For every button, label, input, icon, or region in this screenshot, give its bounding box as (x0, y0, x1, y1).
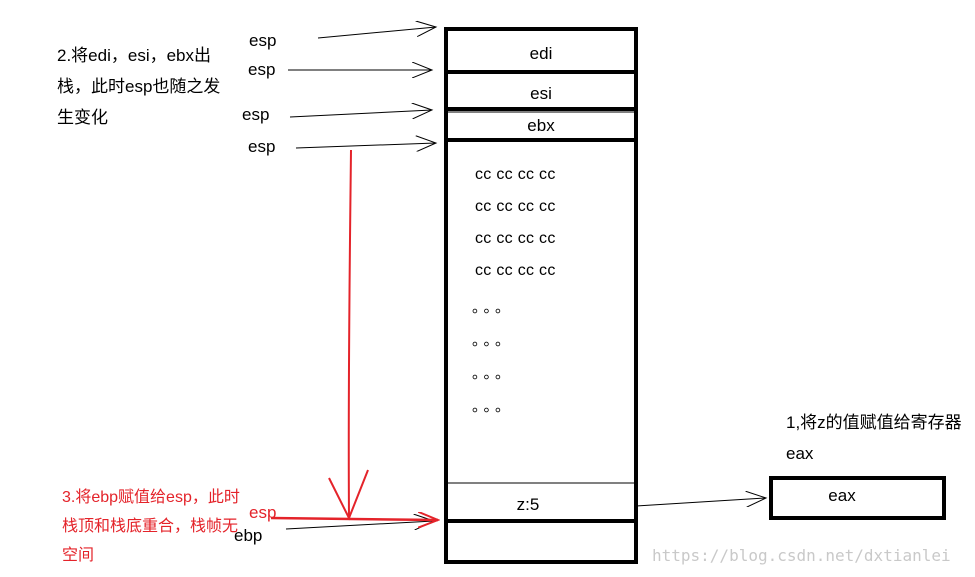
ellipsis-row: 。。。 (472, 332, 515, 349)
z-to-eax-arrow (635, 498, 766, 506)
ebp-arrow (285, 521, 434, 529)
cc-row: cc cc cc cc (475, 198, 556, 215)
ellipsis-row: 。。。 (472, 299, 515, 316)
esp-arrow-4 (295, 143, 436, 148)
step2-note: 2.将edi，esi，ebx出栈，此时esp也随之发生变化 (57, 46, 221, 127)
esp-label-4: esp (248, 137, 276, 156)
esp-arrow-1 (317, 27, 436, 39)
esp-arrow-3 (289, 110, 432, 117)
esp-red-label: esp (249, 503, 277, 522)
cc-row: cc cc cc cc (475, 230, 556, 247)
step1-note: 1,将z的值赋值给寄存器eax (786, 413, 962, 463)
step3-note: 3.将ebp赋值给esp，此时栈顶和栈底重合，栈帧无空间 (62, 489, 240, 564)
ebp-label: ebp (234, 526, 263, 545)
ellipsis-row: 。。。 (472, 365, 515, 382)
eax-register-box (769, 476, 946, 520)
esp-label-3: esp (242, 105, 270, 124)
esp-label-2: esp (248, 60, 276, 79)
stack-cell-ebx: ebx (527, 116, 555, 135)
esp-move-down-arrow (347, 149, 352, 519)
cc-row: cc cc cc cc (475, 262, 556, 279)
stack-cell-esi: esi (530, 84, 552, 103)
stack-cell-z: z:5 (516, 495, 540, 514)
watermark: https://blog.csdn.net/dxtianlei (652, 546, 951, 565)
stack-frame-outline (444, 27, 638, 564)
eax-register-label: eax (828, 486, 856, 505)
ellipsis-row: 。。。 (472, 398, 515, 415)
esp-red-arrow (270, 518, 438, 520)
esp-label-1: esp (249, 31, 277, 50)
cc-row: cc cc cc cc (475, 166, 556, 183)
stack-cell-edi: edi (529, 44, 553, 63)
